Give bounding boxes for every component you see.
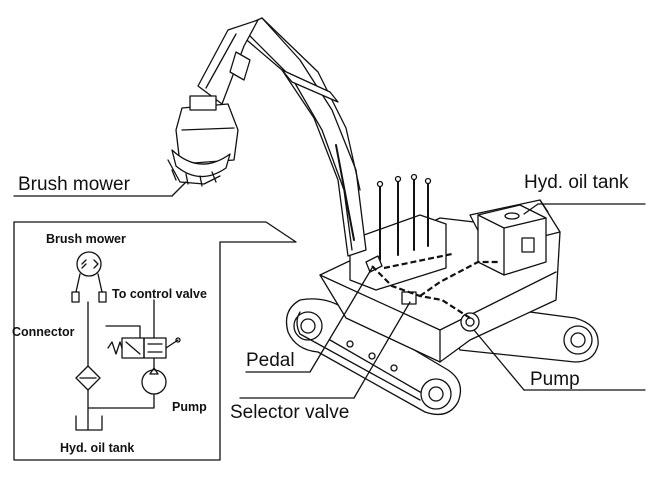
inset-label-to-control-valve: To control valve	[112, 287, 207, 301]
arm	[197, 19, 259, 105]
inset-label-connector: Connector	[12, 325, 75, 339]
label-hyd-oil-tank: Hyd. oil tank	[524, 172, 629, 193]
operator-area	[349, 173, 480, 332]
label-brush-mower: Brush mower	[18, 174, 131, 195]
brush-mower-head	[167, 95, 239, 187]
hydraulic-schematic-inset	[13, 221, 297, 461]
labels: Brush mower Hyd. oil tank Pedal Selector…	[12, 172, 629, 455]
track-front	[285, 298, 462, 416]
hose-dashed	[371, 252, 500, 319]
excavator-illustration	[167, 17, 599, 416]
inset-label-brush-mower: Brush mower	[46, 232, 126, 246]
hydraulic-oil-tank	[477, 204, 547, 276]
label-selector-valve: Selector valve	[230, 402, 349, 423]
leader-lines	[13, 181, 646, 399]
label-pedal: Pedal	[246, 350, 295, 371]
inset-label-pump: Pump	[172, 400, 207, 414]
label-pump: Pump	[530, 369, 580, 390]
inset-label-hyd-oil-tank: Hyd. oil tank	[60, 441, 134, 455]
boom	[234, 17, 367, 257]
